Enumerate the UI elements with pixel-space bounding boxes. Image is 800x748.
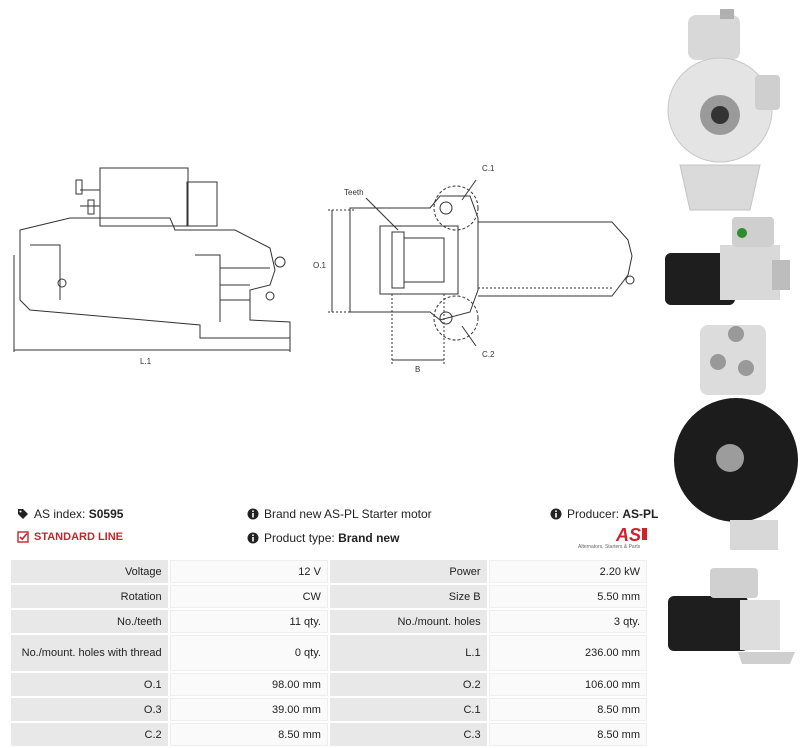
spec-value: 0 qty. <box>169 635 328 671</box>
producer: Producer: AS-PL <box>550 507 658 521</box>
producer-value: AS-PL <box>622 507 659 521</box>
check-square-icon <box>17 531 29 543</box>
as-pl-logo: AS Alternators, Starters & Parts <box>578 524 650 554</box>
product-photo-side <box>665 217 790 305</box>
spec-value: 98.00 mm <box>169 673 328 696</box>
as-logo-text: AS <box>615 525 641 545</box>
spec-label: Rotation <box>11 585 168 608</box>
as-index-value: S0595 <box>88 507 124 521</box>
label-c2: C.2 <box>482 350 495 359</box>
spec-label: No./teeth <box>11 610 168 633</box>
spec-label: Size B <box>329 585 487 608</box>
standard-line-label: STANDARD LINE <box>34 531 124 543</box>
spec-label: C.3 <box>329 723 487 746</box>
spec-label: O.1 <box>11 673 168 696</box>
spec-value: 2.20 kW <box>488 560 647 583</box>
spec-value: 106.00 mm <box>488 673 647 696</box>
product-type-label: Product type: <box>264 531 335 545</box>
info-icon <box>550 508 562 520</box>
info-icon <box>247 508 259 520</box>
spec-label: Power <box>329 560 487 583</box>
spec-label: No./mount. holes with thread <box>11 635 168 671</box>
side-view-drawing <box>19 167 291 339</box>
description-text: Brand new AS-PL Starter motor <box>264 507 432 521</box>
spec-label: O.3 <box>11 698 168 721</box>
spec-value: 11 qty. <box>169 610 328 633</box>
spec-value: 5.50 mm <box>488 585 647 608</box>
spec-label: O.2 <box>329 673 487 696</box>
spec-value: 8.50 mm <box>488 698 647 721</box>
technical-drawing: L.1 O.1 Teeth C.1 C.2 B <box>13 164 635 374</box>
spec-label: C.1 <box>329 698 487 721</box>
producer-label: Producer: <box>567 507 620 521</box>
product-photo-front <box>667 9 780 211</box>
front-view-drawing <box>349 185 635 341</box>
as-index: AS index: S0595 <box>17 507 123 521</box>
spec-label: No./mount. holes <box>329 610 487 633</box>
spec-label: L.1 <box>329 635 487 671</box>
spec-label: C.2 <box>11 723 168 746</box>
label-teeth: Teeth <box>344 188 364 197</box>
product-line: STANDARD LINE <box>17 531 123 543</box>
spec-value: 39.00 mm <box>169 698 328 721</box>
description: Brand new AS-PL Starter motor <box>247 507 432 521</box>
as-index-label: AS index: <box>34 507 86 521</box>
spec-value: 3 qty. <box>488 610 647 633</box>
spec-value: CW <box>169 585 328 608</box>
spec-label: Voltage <box>11 560 168 583</box>
product-type: Product type: Brand new <box>247 531 399 545</box>
product-photo-angle <box>668 568 795 664</box>
tags-icon <box>18 509 28 519</box>
product-photo-rear <box>674 325 798 550</box>
info-icon <box>247 532 259 544</box>
spec-value: 8.50 mm <box>488 723 647 746</box>
product-type-value: Brand new <box>338 531 400 545</box>
spec-value: 236.00 mm <box>488 635 647 671</box>
as-logo-mark: AS <box>615 525 647 545</box>
spec-value: 12 V <box>169 560 328 583</box>
label-c1: C.1 <box>482 164 495 173</box>
label-b: B <box>415 365 420 374</box>
logo-tagline: Alternators, Starters & Parts <box>578 544 641 550</box>
label-l1: L.1 <box>140 357 152 366</box>
label-o1: O.1 <box>313 261 326 270</box>
